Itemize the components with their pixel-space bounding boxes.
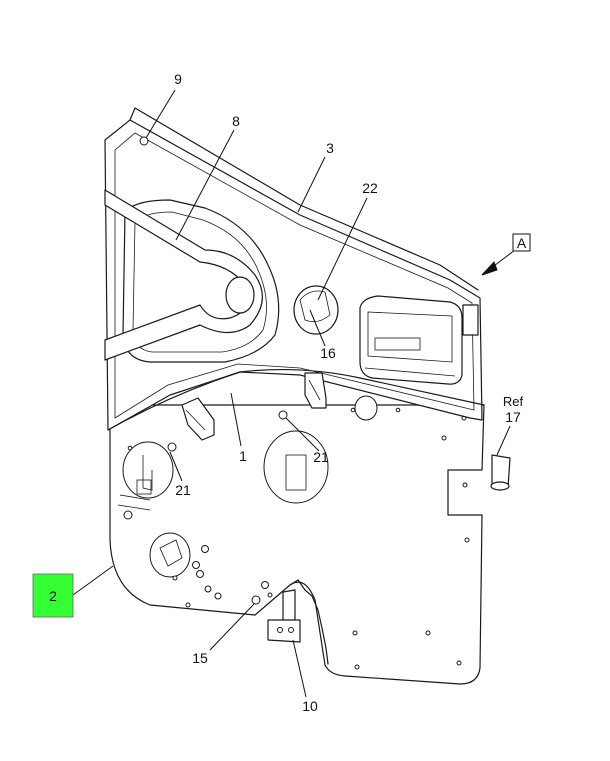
screw-21-right bbox=[278, 410, 288, 420]
callout-8: 8 bbox=[232, 113, 240, 129]
callout-9: 9 bbox=[174, 71, 182, 87]
leader-lines bbox=[72, 89, 516, 698]
callout-17: 17 bbox=[505, 409, 521, 425]
mounting-bracket bbox=[267, 589, 301, 643]
callout-1: 1 bbox=[239, 448, 247, 464]
callout-2: 2 bbox=[49, 588, 57, 604]
view-a-marker: A bbox=[512, 233, 531, 252]
callout-3: 3 bbox=[326, 140, 334, 156]
callout-ref-label: Ref bbox=[503, 394, 524, 409]
callout-16: 16 bbox=[320, 345, 336, 361]
callout-21-right: 21 bbox=[313, 449, 329, 465]
callout-15: 15 bbox=[192, 650, 208, 666]
screw-21-left bbox=[167, 442, 177, 452]
screw-9 bbox=[139, 136, 149, 146]
weatherstrip-ref bbox=[490, 454, 511, 491]
callout-21-left: 21 bbox=[175, 482, 191, 498]
callout-10: 10 bbox=[302, 698, 318, 714]
callout-2-highlight[interactable]: 2 bbox=[32, 573, 74, 618]
panel-rivets bbox=[123, 407, 470, 670]
view-a-label: A bbox=[517, 235, 527, 251]
upper-trim-panel bbox=[104, 107, 485, 441]
callout-22: 22 bbox=[362, 180, 378, 196]
retainer-clips bbox=[181, 372, 327, 441]
inner-door-panel bbox=[109, 395, 485, 685]
